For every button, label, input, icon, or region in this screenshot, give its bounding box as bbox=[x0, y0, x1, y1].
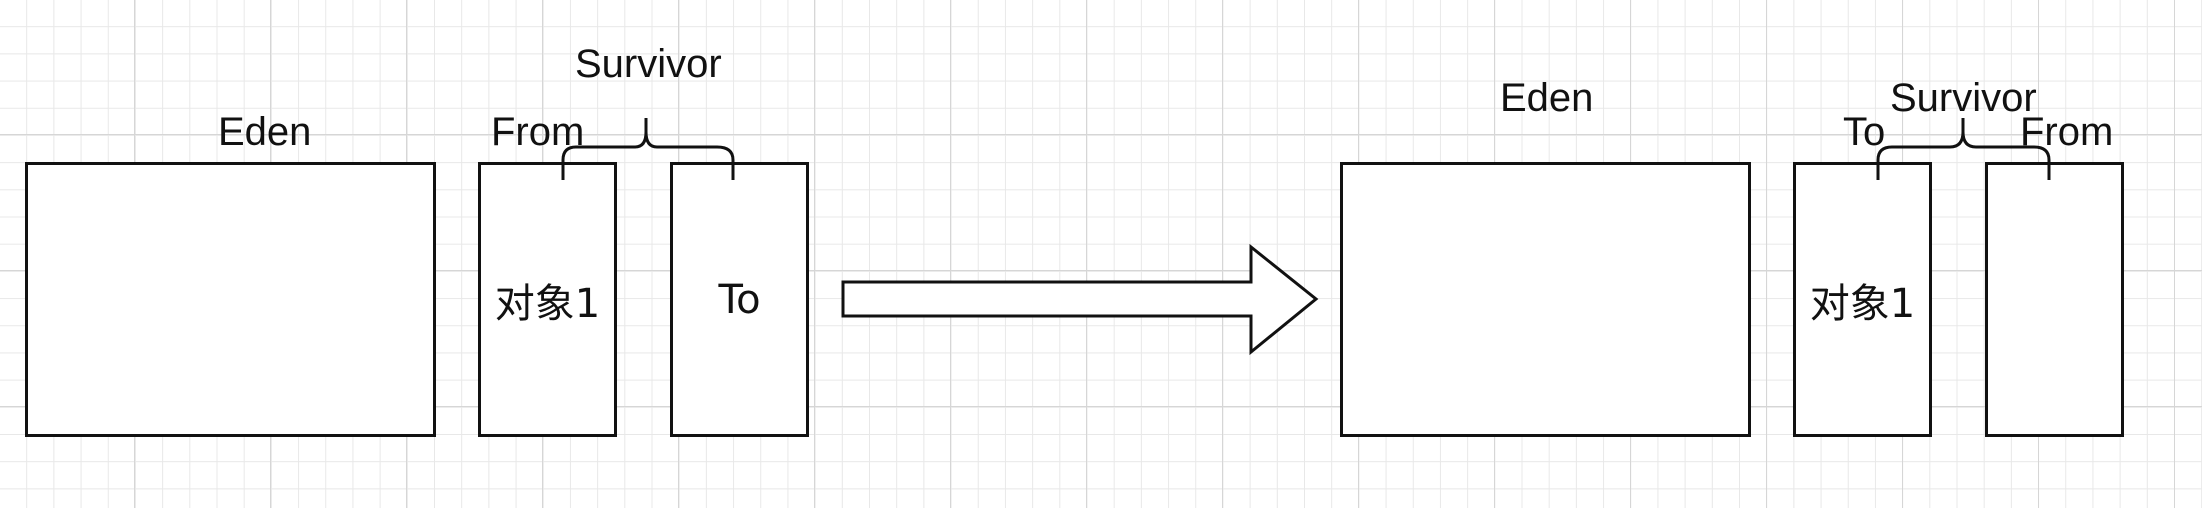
left-from-label: From bbox=[491, 110, 585, 154]
left-survivor-label: Survivor bbox=[575, 42, 722, 86]
transition-arrow bbox=[841, 243, 1319, 356]
left-from-box-text: 对象1 bbox=[494, 280, 601, 327]
left-to-box-text: To bbox=[718, 276, 761, 323]
right-to-label: To bbox=[1843, 110, 1886, 154]
right-survivor-from-box bbox=[1985, 162, 2124, 437]
left-survivor-to-box: To bbox=[670, 162, 809, 437]
right-survivor-to-box: 对象1 bbox=[1793, 162, 1932, 437]
left-survivor-from-box: 对象1 bbox=[478, 162, 617, 437]
right-eden-label: Eden bbox=[1500, 76, 1594, 120]
right-from-label: From bbox=[2020, 110, 2114, 154]
right-eden-box bbox=[1340, 162, 1751, 437]
left-eden-box bbox=[25, 162, 436, 437]
left-eden-label: Eden bbox=[218, 110, 312, 154]
right-to-box-text: 对象1 bbox=[1809, 280, 1916, 327]
right-survivor-label: Survivor bbox=[1890, 76, 2037, 120]
